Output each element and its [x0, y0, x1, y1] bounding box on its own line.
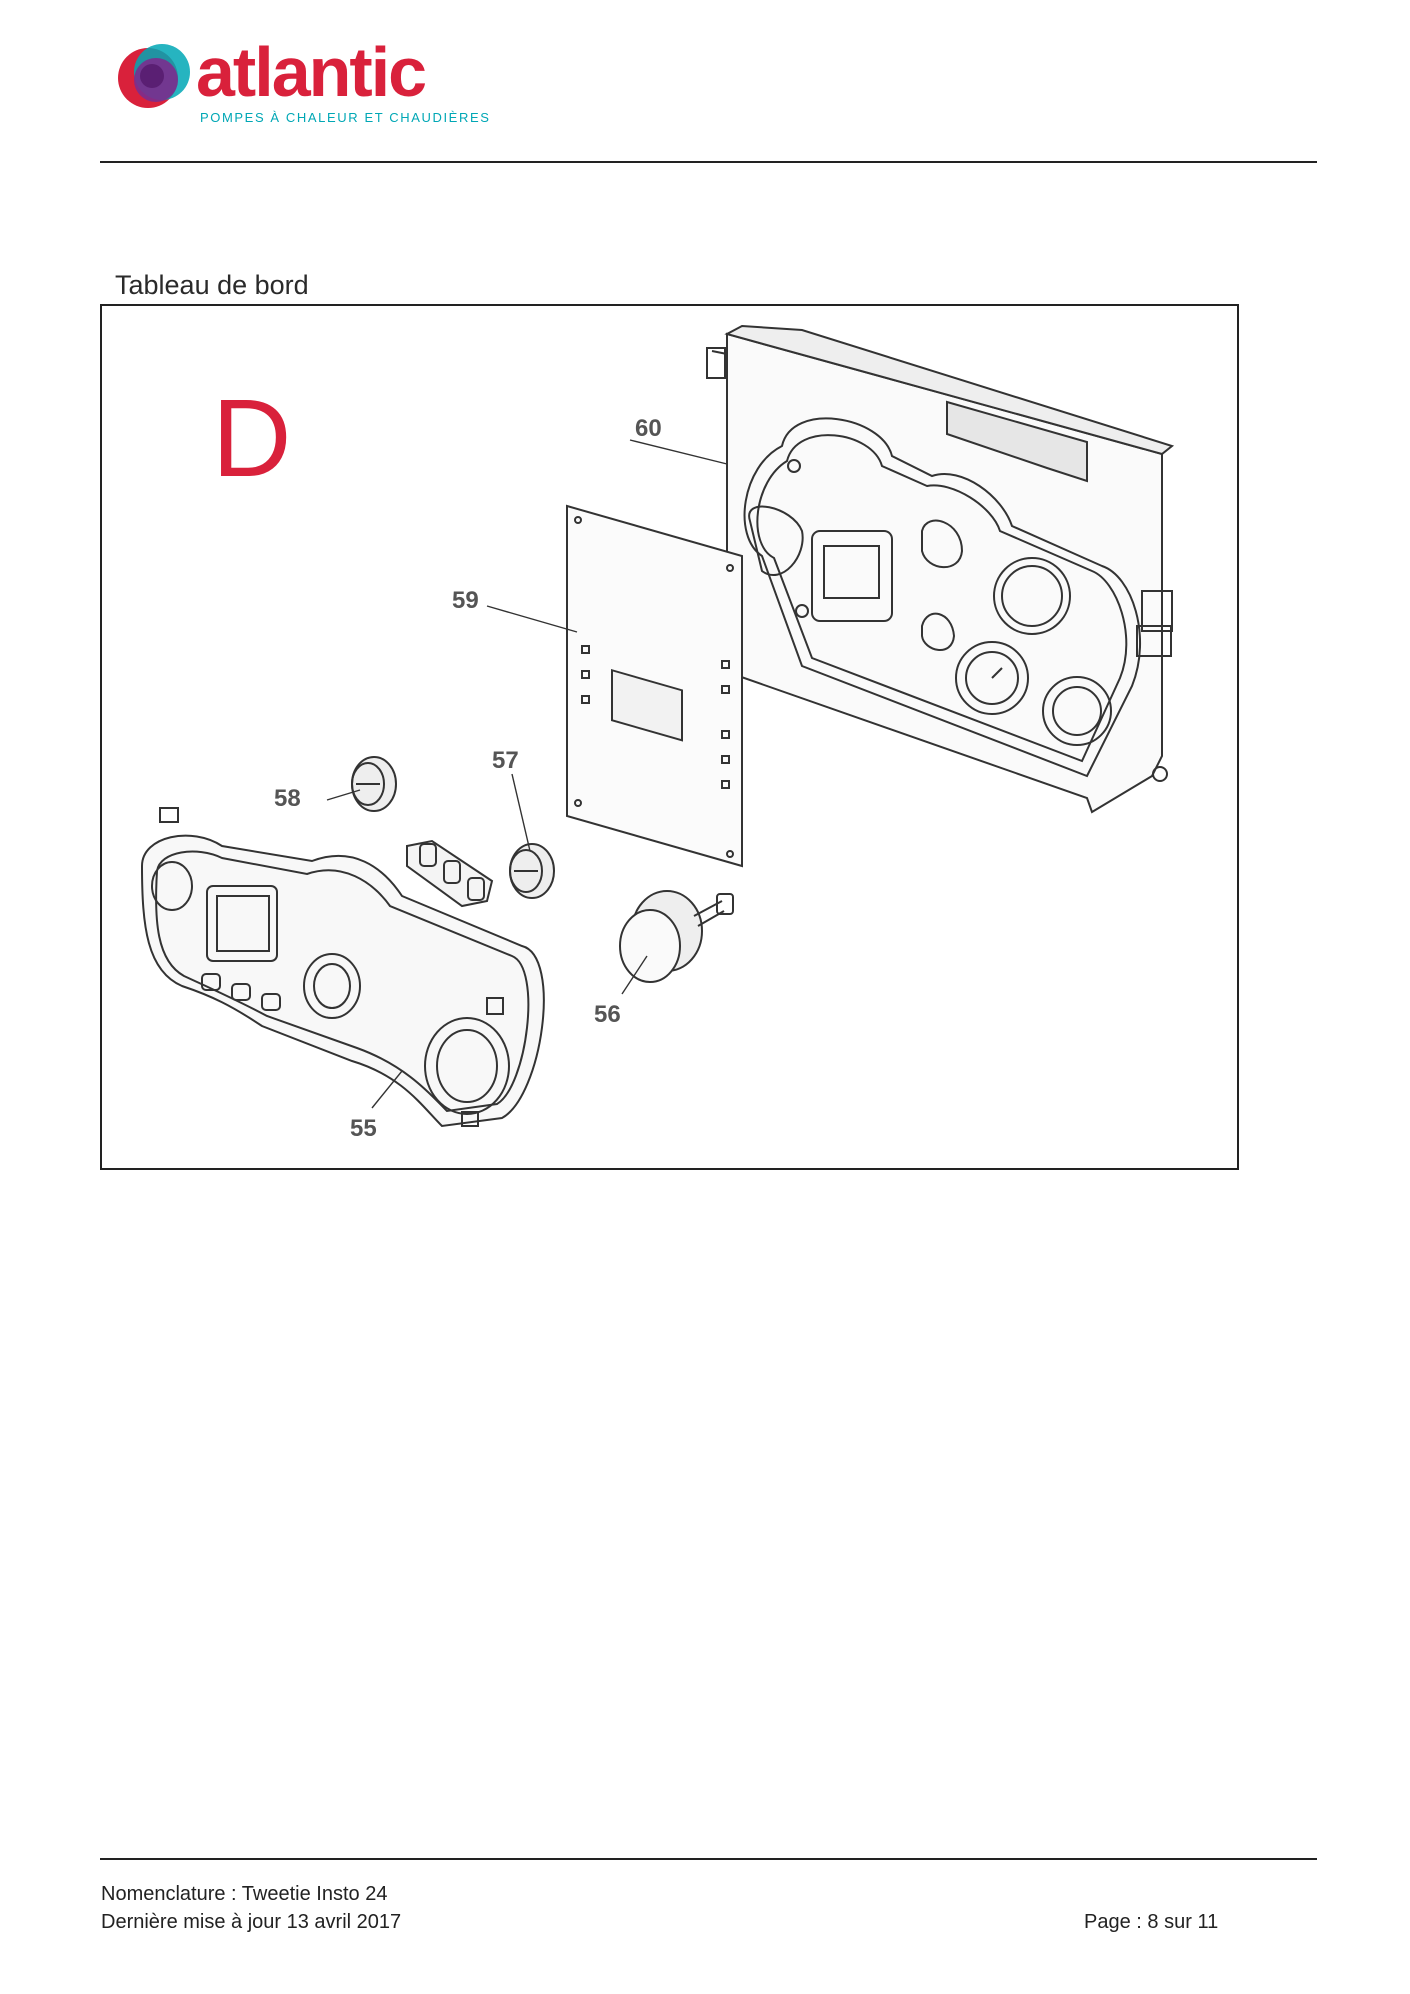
- part-60-housing: [706, 324, 1175, 814]
- part-label-58: 58: [274, 785, 301, 812]
- leader-lines: [326, 439, 728, 1109]
- header-divider: [100, 161, 1317, 163]
- section-title: Tableau de bord: [115, 270, 309, 300]
- logo-mark-icon: [118, 44, 190, 108]
- footer-divider: [100, 1858, 1317, 1860]
- part-label-60: 60: [635, 415, 662, 442]
- part-55-front-fascia: [140, 807, 545, 1128]
- page-separator: sur: [1164, 1911, 1192, 1933]
- parts-diagram-frame: D: [100, 304, 1239, 1170]
- diagram-letter: D: [212, 377, 291, 500]
- brand-tagline: POMPES À CHALEUR ET CHAUDIÈRES: [200, 110, 491, 125]
- footer-last-update: Dernière mise à jour 13 avril 2017: [101, 1911, 402, 1933]
- part-59-circuit-board: [566, 504, 743, 868]
- part-57-knob-buttons: [406, 839, 555, 908]
- brand-name: atlantic: [196, 33, 427, 111]
- part-label-57: 57: [492, 747, 519, 774]
- part-label-59: 59: [452, 587, 479, 614]
- part-56-rotary-knob: [619, 890, 734, 983]
- part-label-56: 56: [594, 1001, 621, 1028]
- page-total: 11: [1197, 1911, 1219, 1933]
- page-label: Page :: [1084, 1911, 1142, 1933]
- part-58-knob: [351, 756, 397, 812]
- page-current: 8: [1147, 1911, 1159, 1933]
- atlantic-logo: atlantic POMPES À CHALEUR ET CHAUDIÈRES: [112, 33, 492, 128]
- footer-nomenclature: Nomenclature : Tweetie Insto 24: [101, 1883, 388, 1905]
- exploded-view-diagram: D: [140, 324, 1175, 1142]
- part-label-55: 55: [350, 1115, 377, 1142]
- page-number: Page : 8 sur 11: [1084, 1911, 1218, 1934]
